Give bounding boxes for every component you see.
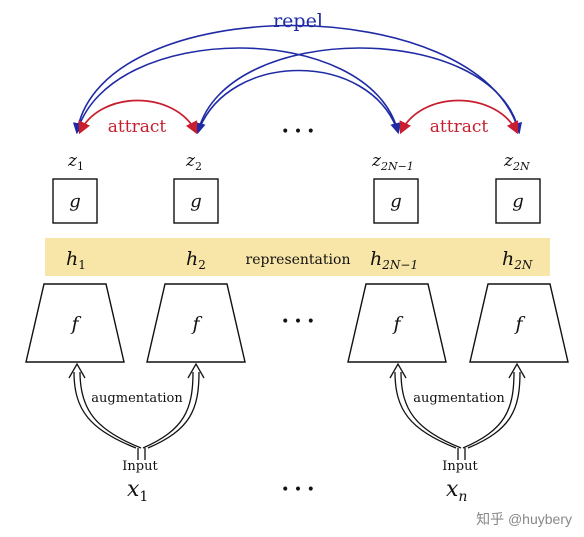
h-label-1: h1 [66, 248, 86, 272]
representation-label: representation [246, 252, 351, 268]
z-label-1: z1 [67, 151, 84, 173]
f-box-2N [469, 283, 569, 363]
f-label-2N: f [513, 313, 525, 335]
repel-arc-z2-z2N [194, 47, 520, 135]
augmentation-label-left: augmentation [91, 391, 183, 406]
attract-label-left: attract [108, 117, 167, 137]
z-label-2N-1: z2N−1 [371, 151, 414, 173]
repel-arc-z1-z2N-1 [76, 47, 402, 135]
g-label-2: g [190, 191, 202, 212]
augmentation-label-right: augmentation [413, 391, 505, 406]
z-label-2: z2 [185, 151, 202, 173]
g-box-2 [173, 178, 219, 224]
g-label-2N-1: g [390, 191, 402, 212]
g-box-2N [495, 178, 541, 224]
input-x-right: xn [446, 477, 467, 505]
bottom-ellipsis: • • • [281, 482, 315, 498]
repel-arcs [72, 24, 523, 135]
middle-ellipsis: • • • [281, 314, 315, 330]
repel-label: repel [273, 10, 323, 32]
attract-arcs [78, 99, 519, 135]
h-label-2: h2 [186, 248, 206, 272]
g-boxes [52, 178, 541, 224]
watermark: 知乎 @huybery [476, 511, 572, 527]
f-box-2 [146, 283, 246, 363]
g-label-2N: g [512, 191, 524, 212]
augmentation-arrows-left [68, 362, 205, 460]
g-label-1: g [69, 191, 81, 212]
g-box-1 [52, 178, 98, 224]
top-ellipsis: • • • [281, 124, 315, 140]
input-x-left: x1 [127, 477, 148, 505]
repel-arc-z2-z2N-1 [197, 69, 399, 133]
h-label-2N: h2N [502, 248, 533, 272]
f-label-2N-1: f [391, 313, 403, 335]
f-encoders [25, 283, 569, 363]
input-label-left: Input [122, 459, 158, 474]
z-label-2N: z2N [503, 151, 530, 173]
attract-label-right: attract [430, 117, 489, 137]
h-label-2N-1: h2N−1 [370, 248, 418, 272]
augmentation-arrows-right [389, 362, 526, 460]
representation-band [45, 238, 550, 276]
g-box-2N-1 [373, 178, 419, 224]
input-label-right: Input [442, 459, 478, 474]
f-box-2N-1 [347, 283, 447, 363]
attract-arc-left [78, 99, 198, 135]
f-label-1: f [69, 313, 81, 335]
f-box-1 [25, 283, 125, 363]
f-label-2: f [190, 313, 202, 335]
attract-arc-right [399, 99, 519, 135]
